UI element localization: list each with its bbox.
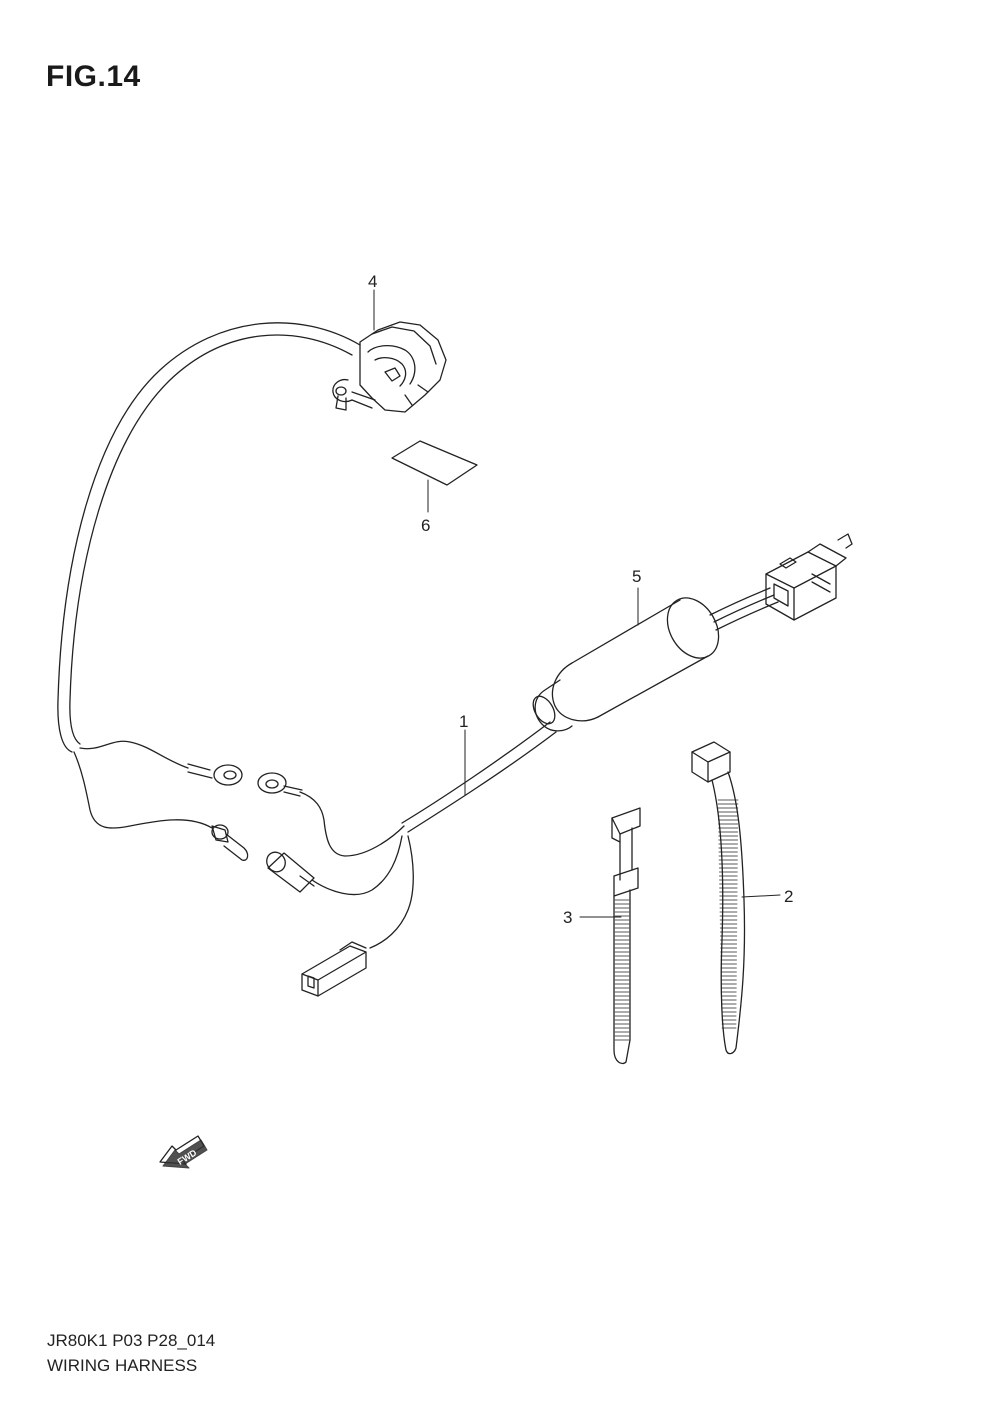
ring-terminal-2 bbox=[257, 772, 303, 797]
figure-footer: JR80K1 P03 P28_014 WIRING HARNESS bbox=[47, 1328, 215, 1378]
callout-6: 6 bbox=[421, 516, 430, 535]
leader-lines bbox=[373, 289, 781, 918]
cable-tie-part-2 bbox=[691, 741, 746, 1055]
bullet-connector-male bbox=[211, 824, 249, 861]
sensor-clamp-part-4 bbox=[332, 321, 447, 413]
callout-5: 5 bbox=[632, 567, 641, 586]
cable-tie-part-3 bbox=[611, 807, 641, 1065]
callout-4: 4 bbox=[368, 272, 377, 291]
coupler-connector bbox=[765, 533, 853, 621]
main-cable-part-1 bbox=[57, 322, 557, 833]
callout-2: 2 bbox=[784, 887, 793, 906]
small-coupler bbox=[301, 941, 367, 997]
figure-title: FIG.14 bbox=[46, 60, 141, 93]
leader-2 bbox=[741, 894, 781, 898]
noise-filter-part-5 bbox=[532, 587, 779, 732]
callout-3: 3 bbox=[563, 908, 572, 927]
figure-code: JR80K1 P03 P28_014 bbox=[47, 1331, 216, 1350]
fwd-direction-badge: FWD bbox=[159, 1135, 208, 1169]
branch-wires bbox=[73, 740, 414, 949]
bullet-connector-female bbox=[266, 851, 315, 893]
ring-terminal-1 bbox=[187, 763, 243, 786]
callout-1: 1 bbox=[459, 712, 468, 731]
label-sticker-part-6 bbox=[391, 440, 478, 486]
figure-name: WIRING HARNESS bbox=[47, 1356, 198, 1375]
